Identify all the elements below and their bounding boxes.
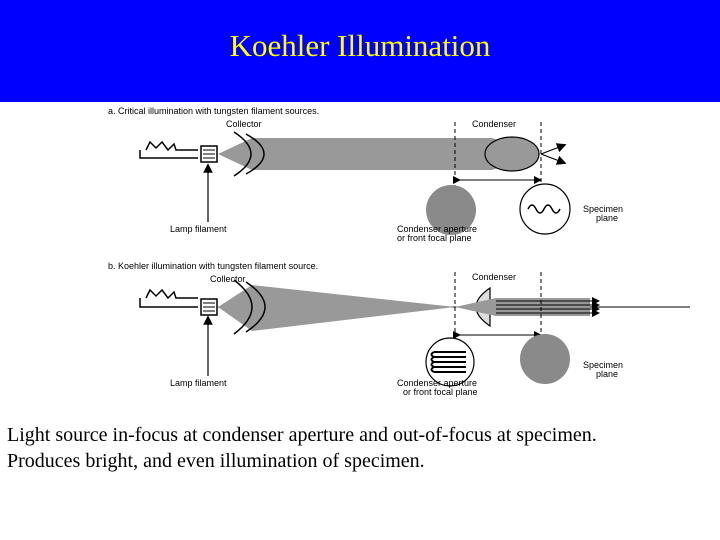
panel-a-condenser-label: Condenser bbox=[472, 119, 516, 129]
panel-b-aperture-label-line1: Condenser aperture bbox=[397, 378, 477, 388]
panel-a-aperture-label-line2: or front focal plane bbox=[397, 233, 472, 243]
panel-a-specimen-label-line1: Specimen bbox=[583, 204, 623, 214]
panel-b-lamp-filament-label: Lamp filament bbox=[170, 378, 227, 388]
caption: Light source in-focus at condenser apert… bbox=[7, 422, 717, 474]
panel-b-specimen-label-line1: Specimen bbox=[583, 360, 623, 370]
panel-a-output-ray-lower bbox=[540, 153, 567, 165]
caption-line-1: Light source in-focus at condenser apert… bbox=[7, 424, 597, 446]
panel-b-output-bundle bbox=[455, 298, 590, 316]
panel-a-parallel-beam bbox=[252, 138, 492, 170]
panel-b-condenser-label: Condenser bbox=[472, 272, 516, 282]
panel-b-heading: b. Koehler illumination with tungsten fi… bbox=[108, 261, 318, 271]
panel-b-collector-label: Collector bbox=[210, 274, 246, 284]
panel-a-collector-lens bbox=[233, 131, 265, 177]
title-bar: Koehler Illumination bbox=[0, 0, 720, 102]
panel-a-specimen-disc bbox=[519, 183, 571, 235]
koehler-illumination-diagram: a. Critical illumination with tungsten f… bbox=[108, 106, 690, 397]
panel-a-heading: a. Critical illumination with tungsten f… bbox=[108, 106, 319, 116]
panel-a-aperture-disc bbox=[426, 185, 476, 235]
panel-b-specimen-label-line2: plane bbox=[596, 369, 618, 379]
panel-a-diverging-cone bbox=[218, 138, 252, 170]
panel-a-collector-label: Collector bbox=[226, 119, 262, 129]
panel-b-lamp-housing bbox=[139, 288, 198, 308]
panel-a-output-ray-upper bbox=[540, 143, 567, 155]
panel-b-diverging-cone bbox=[218, 285, 252, 331]
panel-b-aperture-label-line2: or front focal plane bbox=[403, 387, 478, 397]
panel-b-collector-lens bbox=[233, 279, 266, 335]
caption-line-2: Produces bright, and even illumination o… bbox=[7, 450, 425, 472]
panel-a-aperture-label-line1: Condenser aperture bbox=[397, 224, 477, 234]
panel-a-critical-illumination: a. Critical illumination with tungsten f… bbox=[108, 106, 623, 243]
panel-b-lamp-filament-coil bbox=[200, 298, 218, 316]
panel-b-converging-cone bbox=[252, 285, 455, 331]
panel-a-lamp-filament-label: Lamp filament bbox=[170, 224, 227, 234]
panel-a-condenser-lens bbox=[484, 136, 540, 172]
panel-b-koehler-illumination: b. Koehler illumination with tungsten fi… bbox=[108, 261, 690, 397]
panel-b-filament-image bbox=[430, 351, 466, 373]
panel-b-specimen-disc bbox=[520, 334, 570, 384]
panel-a-lamp-housing bbox=[139, 140, 198, 159]
slide-title: Koehler Illumination bbox=[229, 28, 491, 63]
panel-a-specimen-label-line2: plane bbox=[596, 213, 618, 223]
panel-a-lamp-filament-coil bbox=[200, 145, 218, 163]
panel-a-filament-image bbox=[527, 204, 561, 214]
